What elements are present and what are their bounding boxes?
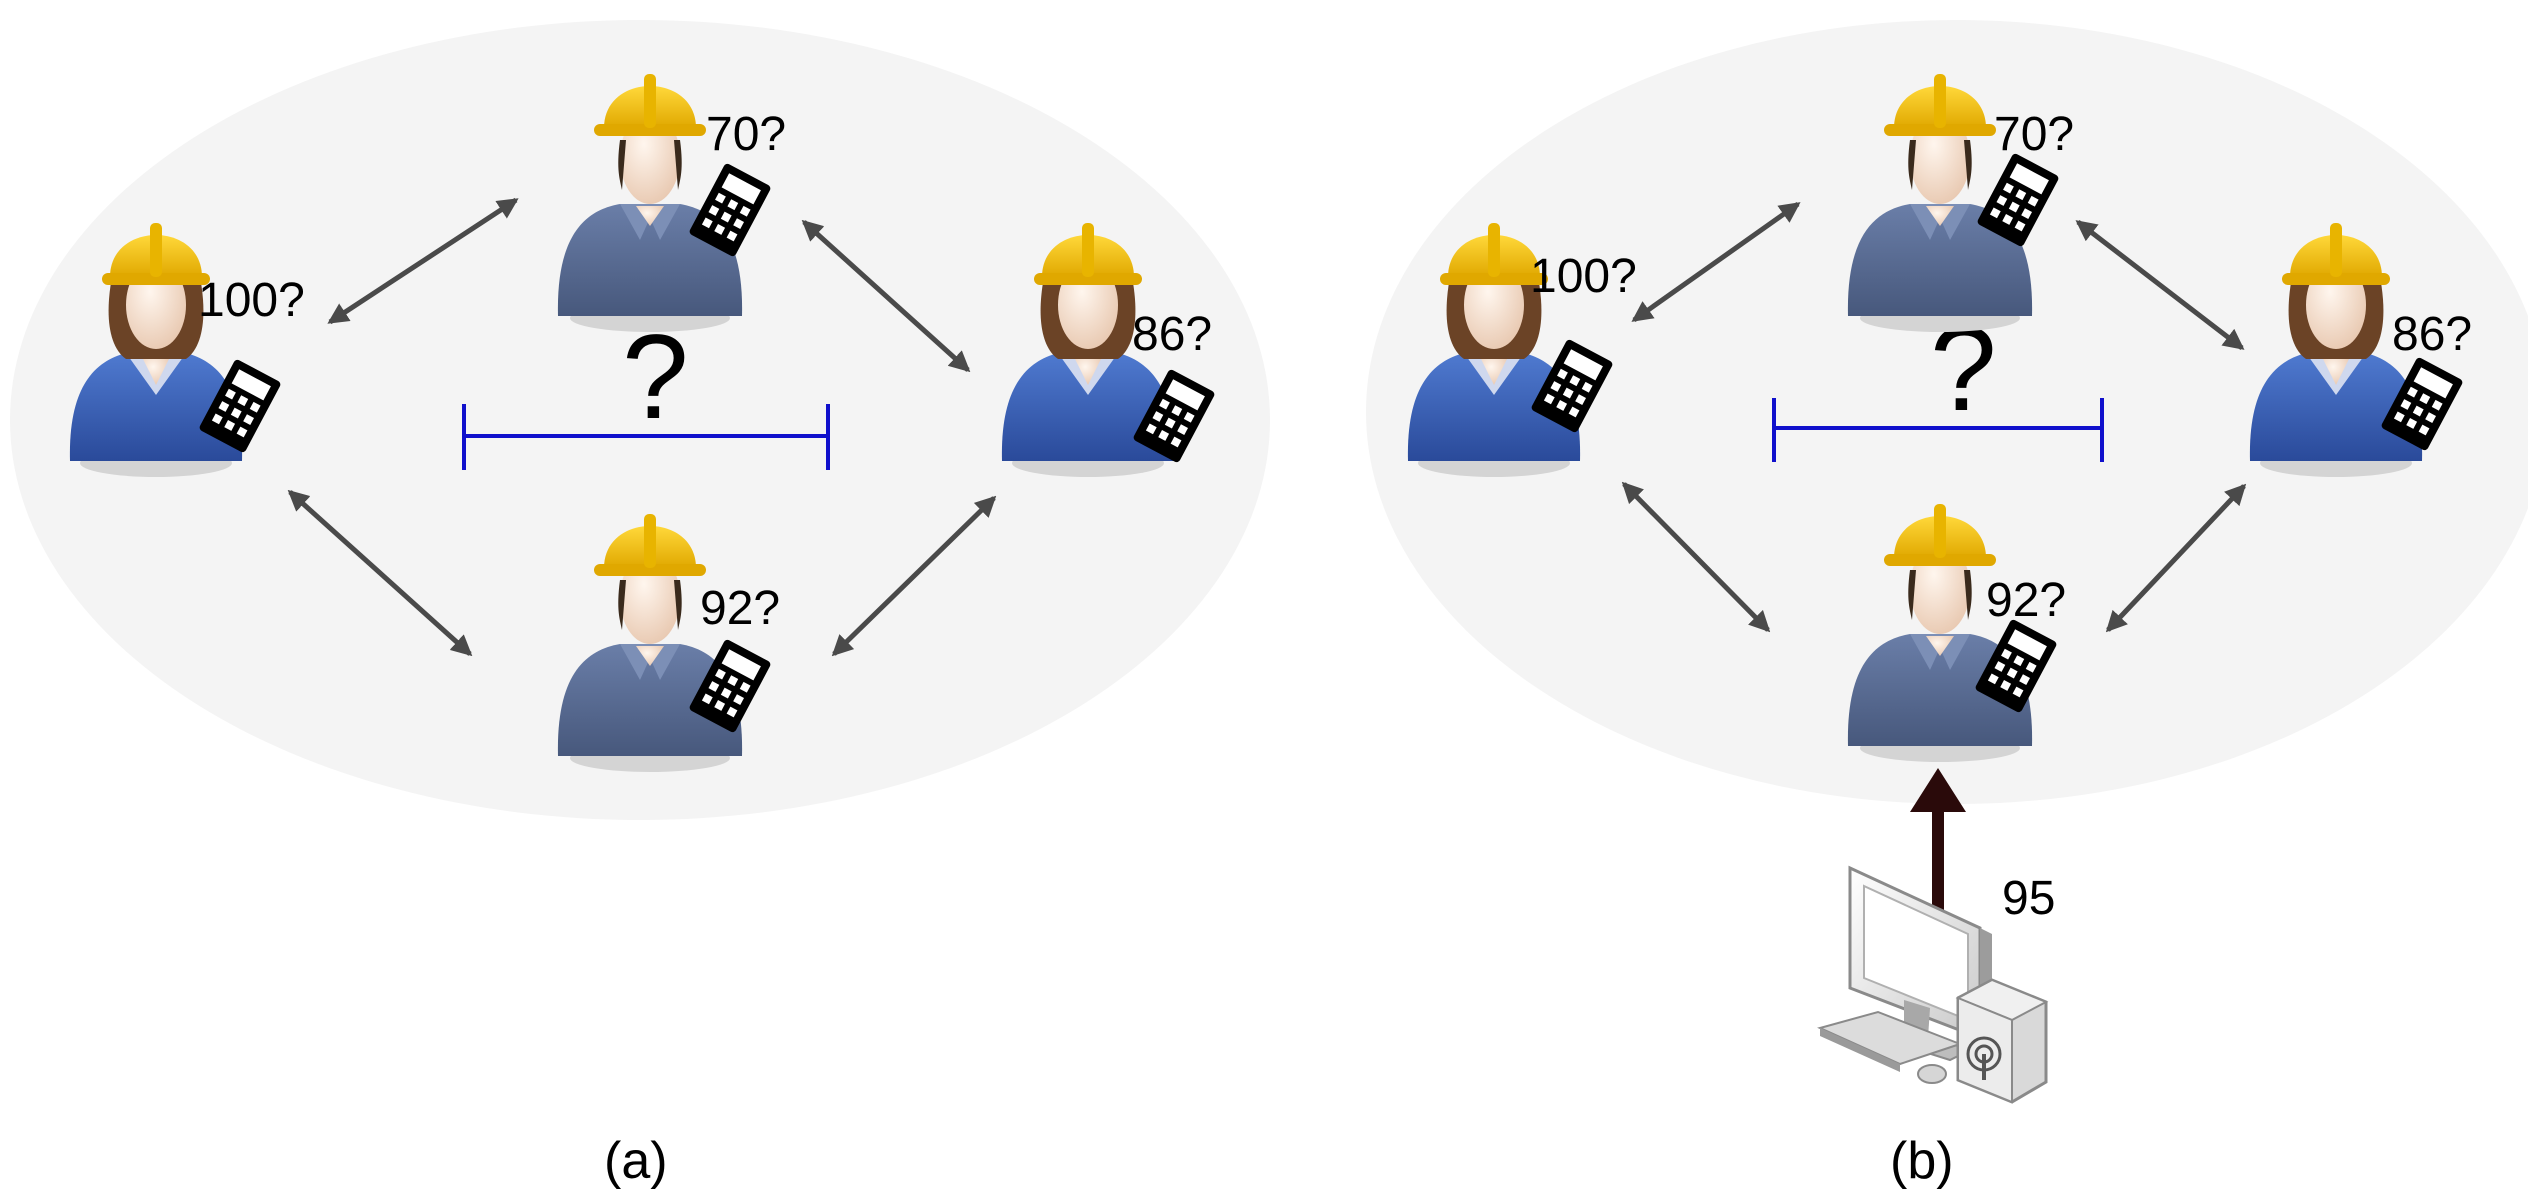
worker-value: 100? <box>198 274 305 327</box>
computer-icon <box>1817 865 2049 1104</box>
data-feed-arrowhead <box>1910 768 1966 812</box>
panel-label: (a) <box>604 1132 668 1190</box>
exchange-arrow <box>327 197 519 325</box>
worker-value: 86? <box>2392 308 2472 361</box>
panel-a: ? 100? 70? 86? 92? (a) <box>10 20 1270 1190</box>
worker-value: 70? <box>706 108 786 161</box>
exchange-arrow <box>2105 483 2247 633</box>
worker-value: 100? <box>1530 250 1637 303</box>
unknown-mark: ? <box>622 310 689 444</box>
exchange-arrow <box>801 219 971 373</box>
worker-value: 92? <box>1986 574 2066 627</box>
exchange-arrow <box>2075 220 2245 350</box>
exchange-arrow <box>831 495 997 657</box>
range-bar <box>462 404 830 470</box>
exchange-arrow <box>287 489 473 657</box>
worker-value: 86? <box>1132 308 1212 361</box>
exchange-arrow <box>1621 481 1771 633</box>
feed-value: 95 <box>2002 872 2055 925</box>
panel-b: ? 100? 70? 86? 92? 95 <box>1366 20 2528 1190</box>
panel-label: (b) <box>1890 1132 1954 1190</box>
worker-value: 92? <box>700 582 780 635</box>
range-bar <box>1772 398 2104 462</box>
worker-value: 70? <box>1994 108 2074 161</box>
exchange-arrow <box>1631 201 1801 323</box>
